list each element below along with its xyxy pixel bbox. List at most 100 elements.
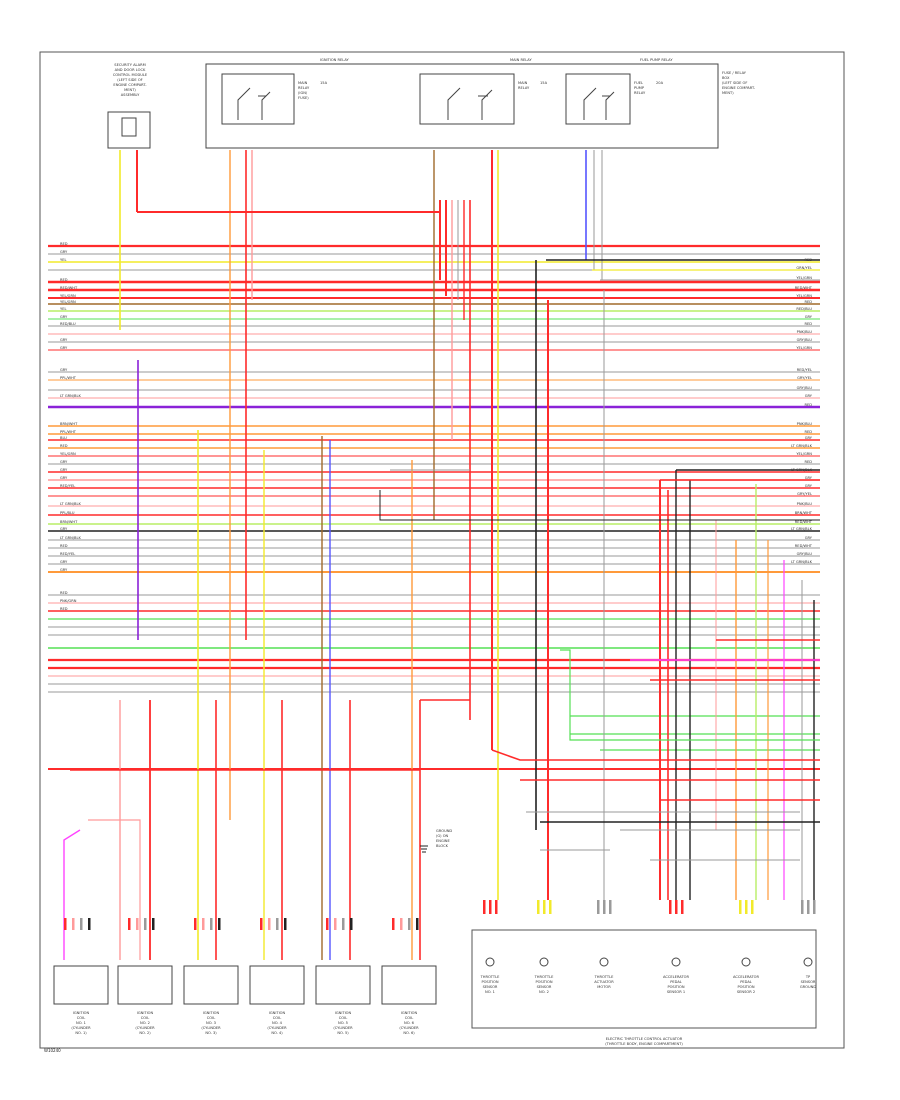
ignition-coil-1-label-line: NO. 1 — [76, 1021, 86, 1025]
security-module-label-line: SECURITY ALARM — [114, 63, 145, 67]
ignition-coil-6-label-line: COIL — [405, 1016, 413, 1020]
right-wire-label: PNK/BLU — [797, 330, 813, 334]
coil-connector-pin — [400, 918, 403, 930]
ignition-coil-6-label-line: IGNITION — [401, 1011, 418, 1015]
sensor-connector-pin — [483, 900, 486, 914]
right-wire-label: GRY/BLU — [797, 386, 813, 390]
sensor-connector-pin — [801, 900, 804, 914]
right-wire-label: BRN/WHT — [795, 511, 813, 515]
relay-2-label-line: RELAY — [518, 86, 530, 90]
coil-connector-pin — [392, 918, 395, 930]
ground-icon — [420, 845, 428, 853]
sensor-2-label-line: NO. 2 — [539, 990, 549, 994]
left-wire-label: RED — [60, 444, 68, 448]
relay-1-label-line: RELAY — [298, 86, 310, 90]
relay-3-label-line: FUEL — [634, 81, 643, 85]
ignition-coil-4-label-line: NO. 4) — [271, 1031, 283, 1035]
relay-2-switch-icon — [447, 87, 493, 120]
relay-1-box — [221, 73, 295, 125]
left-wire-label: LT GRN/BLK — [60, 502, 81, 506]
relay-header-left: IGNITION RELAY — [320, 58, 350, 62]
ignition-coil-4-label-line: (CYLINDER — [267, 1026, 287, 1030]
sensor-4-label-line: PEDAL — [670, 980, 682, 984]
right-wire-label: RED — [804, 460, 812, 464]
coil-connector-pin — [152, 918, 155, 930]
sensor-6-label-line: SENSOR — [801, 980, 816, 984]
left-wire-label: RED/YEL — [60, 552, 75, 556]
ignition-coil-6-label-line: (CYLINDER — [399, 1026, 419, 1030]
coil-connector-pin — [268, 918, 271, 930]
coil-connector-pin — [194, 918, 197, 930]
sensor-connector-pin — [739, 900, 742, 914]
ignition-coil-1-label-line: IGNITION — [73, 1011, 90, 1015]
left-wire-label: BRN/WHT — [60, 520, 78, 524]
sensor-1-icon — [485, 957, 495, 967]
security-module-label-line: AND DOOR LOCK — [115, 68, 146, 72]
ignition-coil-1-label-line: COIL — [77, 1016, 85, 1020]
right-wire-label: RED/WHT — [795, 520, 813, 524]
left-wire-label: YEL/GRN — [60, 300, 76, 304]
right-wire-label: PNK/BLU — [797, 422, 813, 426]
sensor-connector-pin — [603, 900, 606, 914]
sensor-3-icon — [599, 957, 609, 967]
left-wire-label: GRY — [60, 346, 68, 350]
sensor-2-label-line: SENSOR — [537, 985, 552, 989]
left-wire-label: GRY — [60, 476, 68, 480]
ground-note-line: (G) ON — [436, 834, 449, 838]
left-wire-label: PPL/WHT — [60, 376, 77, 380]
ignition-coil-5-label-line: IGNITION — [335, 1011, 352, 1015]
sensor-5-label-line: POSITION — [737, 985, 754, 989]
sensor-connector-pin — [543, 900, 546, 914]
sensor-group-frame — [471, 929, 817, 1029]
ignition-coil-2-label-line: IGNITION — [137, 1011, 154, 1015]
ground-note-line: ENGINE — [436, 839, 450, 843]
sensor-3-label-line: ACTUATOR — [594, 980, 614, 984]
relay-2-label-line: MAIN — [518, 81, 528, 85]
wire — [88, 819, 141, 960]
sensor-1-label-line: NO. 1 — [485, 990, 495, 994]
left-wire-label: PNK/GRN — [60, 599, 77, 603]
right-wire-label: GRY — [805, 536, 813, 540]
right-wire-label: YEL/GRN — [796, 452, 812, 456]
coil-connector-pin — [326, 918, 329, 930]
ignition-coil-2-label-line: NO. 2 — [140, 1021, 150, 1025]
sensor-4-icon — [671, 957, 681, 967]
left-wire-label: PPL/BLU — [60, 511, 75, 515]
sensor-5-label-line: SENSOR 2 — [737, 990, 755, 994]
ignition-coil-4-label-line: IGNITION — [269, 1011, 286, 1015]
ignition-coil-1-label-line: NO. 1) — [75, 1031, 87, 1035]
right-wire-label: YEL/GRN — [796, 346, 812, 350]
relay-1-switch-icon — [237, 87, 271, 120]
coil-connector-pin — [276, 918, 279, 930]
ignition-coil-3-label-line: COIL — [207, 1016, 215, 1020]
relay-header-mid: MAIN RELAY — [510, 58, 532, 62]
left-wire-label: BLU — [60, 436, 67, 440]
left-wire-label: RED — [60, 544, 68, 548]
right-wire-label: GRN/YEL — [796, 266, 812, 270]
left-wire-label: RED — [60, 278, 68, 282]
right-wire-label: RED — [804, 300, 812, 304]
right-wire-label: LT GRN/BLK — [791, 468, 812, 472]
sensor-connector-pin — [669, 900, 672, 914]
sensor-3-label-line: THROTTLE — [594, 975, 615, 979]
relay-box-note-line: (LEFT SIDE OF — [722, 81, 747, 85]
sensor-connector-pin — [495, 900, 498, 914]
sensor-connector-pin — [597, 900, 600, 914]
ignition-coil-2-label-line: (CYLINDER — [135, 1026, 155, 1030]
sensor-connector-pin — [745, 900, 748, 914]
ignition-coil-4-label-line: NO. 4 — [272, 1021, 283, 1025]
left-wire-label: PPL/WHT — [60, 430, 77, 434]
ignition-coil-2-box — [117, 965, 173, 1005]
ignition-coil-4-label-line: COIL — [273, 1016, 281, 1020]
left-wire-label: YEL — [60, 258, 66, 262]
ignition-coil-2-label-line: COIL — [141, 1016, 149, 1020]
coil-connector-pin — [202, 918, 205, 930]
ground-note-line: BLOCK — [436, 844, 449, 848]
ignition-coil-1-box — [53, 965, 109, 1005]
right-wire-label: GRY — [805, 315, 813, 319]
right-wire-label: GRY/BLU — [797, 552, 813, 556]
right-wire-label: RED/BLU — [796, 307, 812, 311]
left-wire-label: GRY — [60, 468, 68, 472]
sensor-5-icon — [741, 957, 751, 967]
